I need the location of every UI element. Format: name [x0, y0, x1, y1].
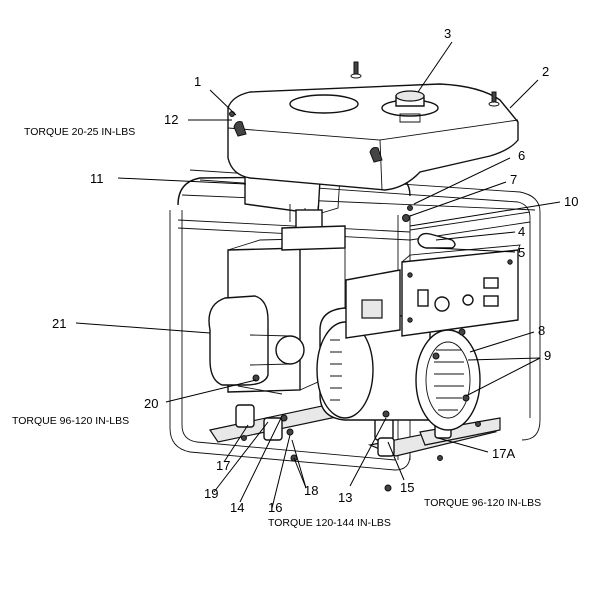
- leader-lines: [75, 41, 561, 509]
- callout-2: 2: [542, 64, 549, 79]
- outlet: [462, 294, 474, 306]
- end-bell-bolt: [432, 352, 440, 360]
- callout-19: 19: [204, 486, 218, 501]
- callout-21: 21: [52, 316, 66, 331]
- lift-bracket: [417, 232, 456, 249]
- breaker: [483, 277, 499, 289]
- fasteners: [237, 205, 481, 492]
- tank-opening: [289, 94, 359, 114]
- control-panel: [401, 244, 521, 337]
- breaker: [483, 295, 499, 307]
- torque-note-gen-mount: TORQUE 96-120 IN-LBS: [424, 497, 541, 509]
- callout-8: 8: [538, 323, 545, 338]
- rubber-isolator: [233, 121, 247, 137]
- torque-note-cover: TORQUE 20-25 IN-LBS: [24, 126, 135, 138]
- cover-screw: [353, 61, 359, 75]
- callout-16: 16: [268, 500, 282, 515]
- callout-14: 14: [230, 500, 244, 515]
- callout-10: 10: [564, 194, 578, 209]
- callout-18: 18: [304, 483, 318, 498]
- end-bell-bolt: [462, 394, 470, 402]
- callout-17a: 17A: [492, 446, 515, 461]
- callout-15: 15: [400, 480, 414, 495]
- callout-4: 4: [518, 224, 525, 239]
- callout-17: 17: [216, 458, 230, 473]
- callout-13: 13: [338, 490, 352, 505]
- callout-1: 1: [194, 74, 201, 89]
- torque-notes: TORQUE 20-25 IN-LBS TORQUE 96-120 IN-LBS…: [12, 126, 541, 529]
- recoil-starter-cover: [208, 295, 269, 386]
- switch: [417, 289, 429, 307]
- callout-7: 7: [510, 172, 517, 187]
- callout-11: 11: [90, 171, 104, 186]
- callout-20: 20: [144, 396, 158, 411]
- cover-screw: [491, 91, 497, 103]
- callout-3: 3: [444, 26, 451, 41]
- callout-9: 9: [544, 348, 551, 363]
- torque-note-engine-mount: TORQUE 96-120 IN-LBS: [12, 415, 129, 427]
- fuel-tank: [227, 61, 519, 191]
- end-bell-bolt: [458, 328, 466, 336]
- rubber-isolator: [369, 147, 383, 163]
- outlet: [434, 296, 450, 312]
- callout-6: 6: [518, 148, 525, 163]
- callout-5: 5: [518, 245, 525, 260]
- callout-labels: 1 2 3 4 5 6 7 8 9 10 11 12 13 14 15 16 1…: [52, 26, 578, 515]
- callout-12: 12: [164, 112, 178, 127]
- crankshaft-end: [275, 335, 305, 365]
- torque-note-center-mount: TORQUE 120-144 IN-LBS: [268, 517, 391, 529]
